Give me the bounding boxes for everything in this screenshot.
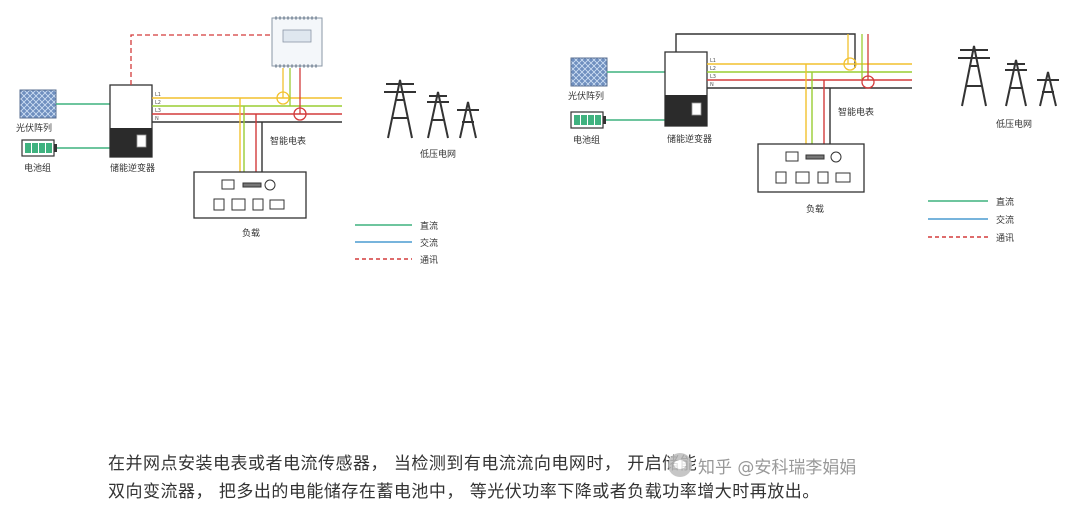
phase-label-l1: L1: [710, 58, 716, 64]
legend-dc: 直流: [996, 196, 1014, 208]
left-diagram: 光伏阵列 电池组 储能逆变器 L1 L2 L3 N: [16, 16, 479, 266]
load-box: [193, 171, 307, 219]
wechat-logo-icon: [668, 453, 692, 477]
legend-comm: 通讯: [420, 255, 438, 266]
phase-label-l3: L3: [710, 74, 716, 80]
smart-meter-label: 智能电表: [270, 135, 306, 147]
load-label: 负载: [806, 203, 824, 215]
current-sensor-l1: [843, 57, 857, 71]
phase-label-l3: L3: [155, 108, 161, 114]
watermark-text: 知乎 @安科瑞李娟娟: [698, 457, 857, 478]
battery-label: 电池组: [573, 134, 600, 146]
current-sensor-l1: [276, 91, 290, 105]
inverter-icon: [109, 84, 153, 158]
caption-line-2: 双向变流器， 把多出的电能储存在蓄电池中， 等光伏功率下降或者负载功率增大时再放…: [108, 482, 820, 502]
legend-dc: 直流: [420, 220, 438, 232]
phase-label-l2: L2: [155, 100, 161, 106]
caption-text: 在并网点安装电表或者电流传感器， 当检测到有电流流向电网时， 开启储能 双向变流…: [108, 450, 1068, 506]
smart-meter-label: 智能电表: [838, 106, 874, 118]
right-diagram: 光伏阵列 电池组 储能逆变器 L1 L2 L3 N: [568, 33, 1059, 244]
legend-ac: 交流: [420, 237, 438, 249]
current-sensor-l3: [861, 75, 875, 89]
load-label: 负载: [242, 227, 260, 239]
power-tower-icon: [958, 45, 1059, 107]
grid-label: 低压电网: [996, 118, 1032, 130]
inverter-label: 储能逆变器: [667, 133, 712, 145]
inverter-icon: [664, 51, 708, 127]
legend-right: 直流 交流 通讯: [928, 196, 1014, 244]
pv-array-label: 光伏阵列: [568, 90, 604, 102]
battery-icon: [570, 111, 606, 129]
legend-ac: 交流: [996, 214, 1014, 226]
watermark: 知乎 @安科瑞李娟娟: [668, 450, 856, 480]
pv-panel-icon: [570, 57, 608, 87]
load-box: [757, 143, 865, 193]
phase-label-l1: L1: [155, 92, 161, 98]
battery-label: 电池组: [24, 162, 51, 174]
comm-line: [130, 34, 272, 85]
inverter-label: 储能逆变器: [110, 162, 155, 174]
legend-comm: 通讯: [996, 233, 1014, 244]
phase-label-l2: L2: [710, 66, 716, 72]
phase-label-n: N: [155, 116, 159, 122]
energy-storage-diagrams: 光伏阵列 电池组 储能逆变器 L1 L2 L3 N: [16, 16, 1059, 266]
n-top-bus: [675, 33, 856, 68]
smart-meter-icon: [271, 16, 323, 68]
grid-label: 低压电网: [420, 148, 456, 160]
battery-icon: [21, 139, 57, 157]
caption-line-1: 在并网点安装电表或者电流传感器， 当检测到有电流流向电网时， 开启储能: [108, 454, 698, 474]
pv-panel-icon: [19, 89, 57, 119]
current-sensor-l3: [293, 107, 307, 121]
appliance-icons: [213, 179, 285, 211]
phase-label-n: N: [710, 82, 714, 88]
legend-left: 直流 交流 通讯: [355, 220, 438, 266]
power-tower-icon: [384, 79, 479, 139]
pv-array-label: 光伏阵列: [16, 122, 52, 134]
appliance-icons: [775, 151, 851, 184]
